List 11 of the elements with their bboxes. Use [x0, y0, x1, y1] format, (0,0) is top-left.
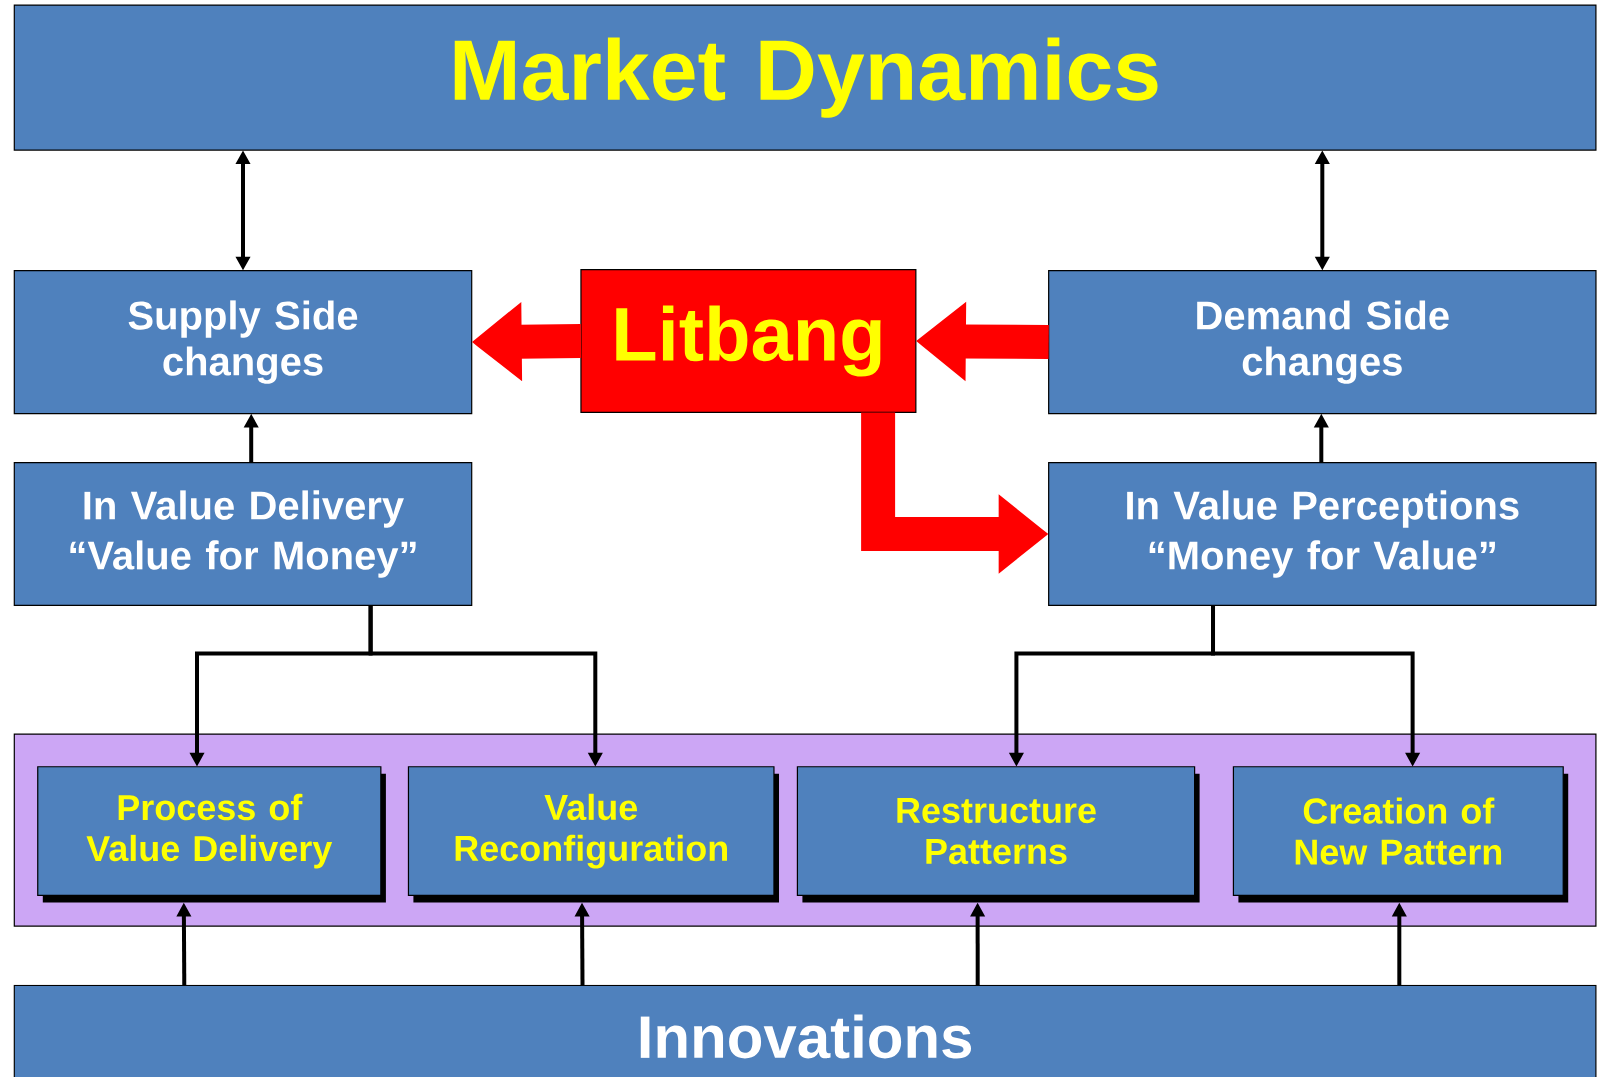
process-box: Restructure Patterns — [796, 766, 1200, 903]
process-box: In Value Delivery “Value for Money” — [13, 461, 473, 607]
base-banner: Innovations — [13, 984, 1597, 1077]
process-box: Creation of New Pattern — [1232, 766, 1569, 903]
process-box: Value Reconfiguration — [407, 766, 779, 903]
highlight-box: Litbang — [580, 268, 917, 414]
process-box: Supply Side changes — [13, 270, 473, 415]
title-banner: Market Dynamics — [13, 4, 1597, 151]
process-box: In Value Perceptions “Money for Value” — [1048, 461, 1597, 607]
process-box: Process of Value Delivery — [37, 766, 386, 903]
process-box: Demand Side changes — [1048, 270, 1597, 415]
